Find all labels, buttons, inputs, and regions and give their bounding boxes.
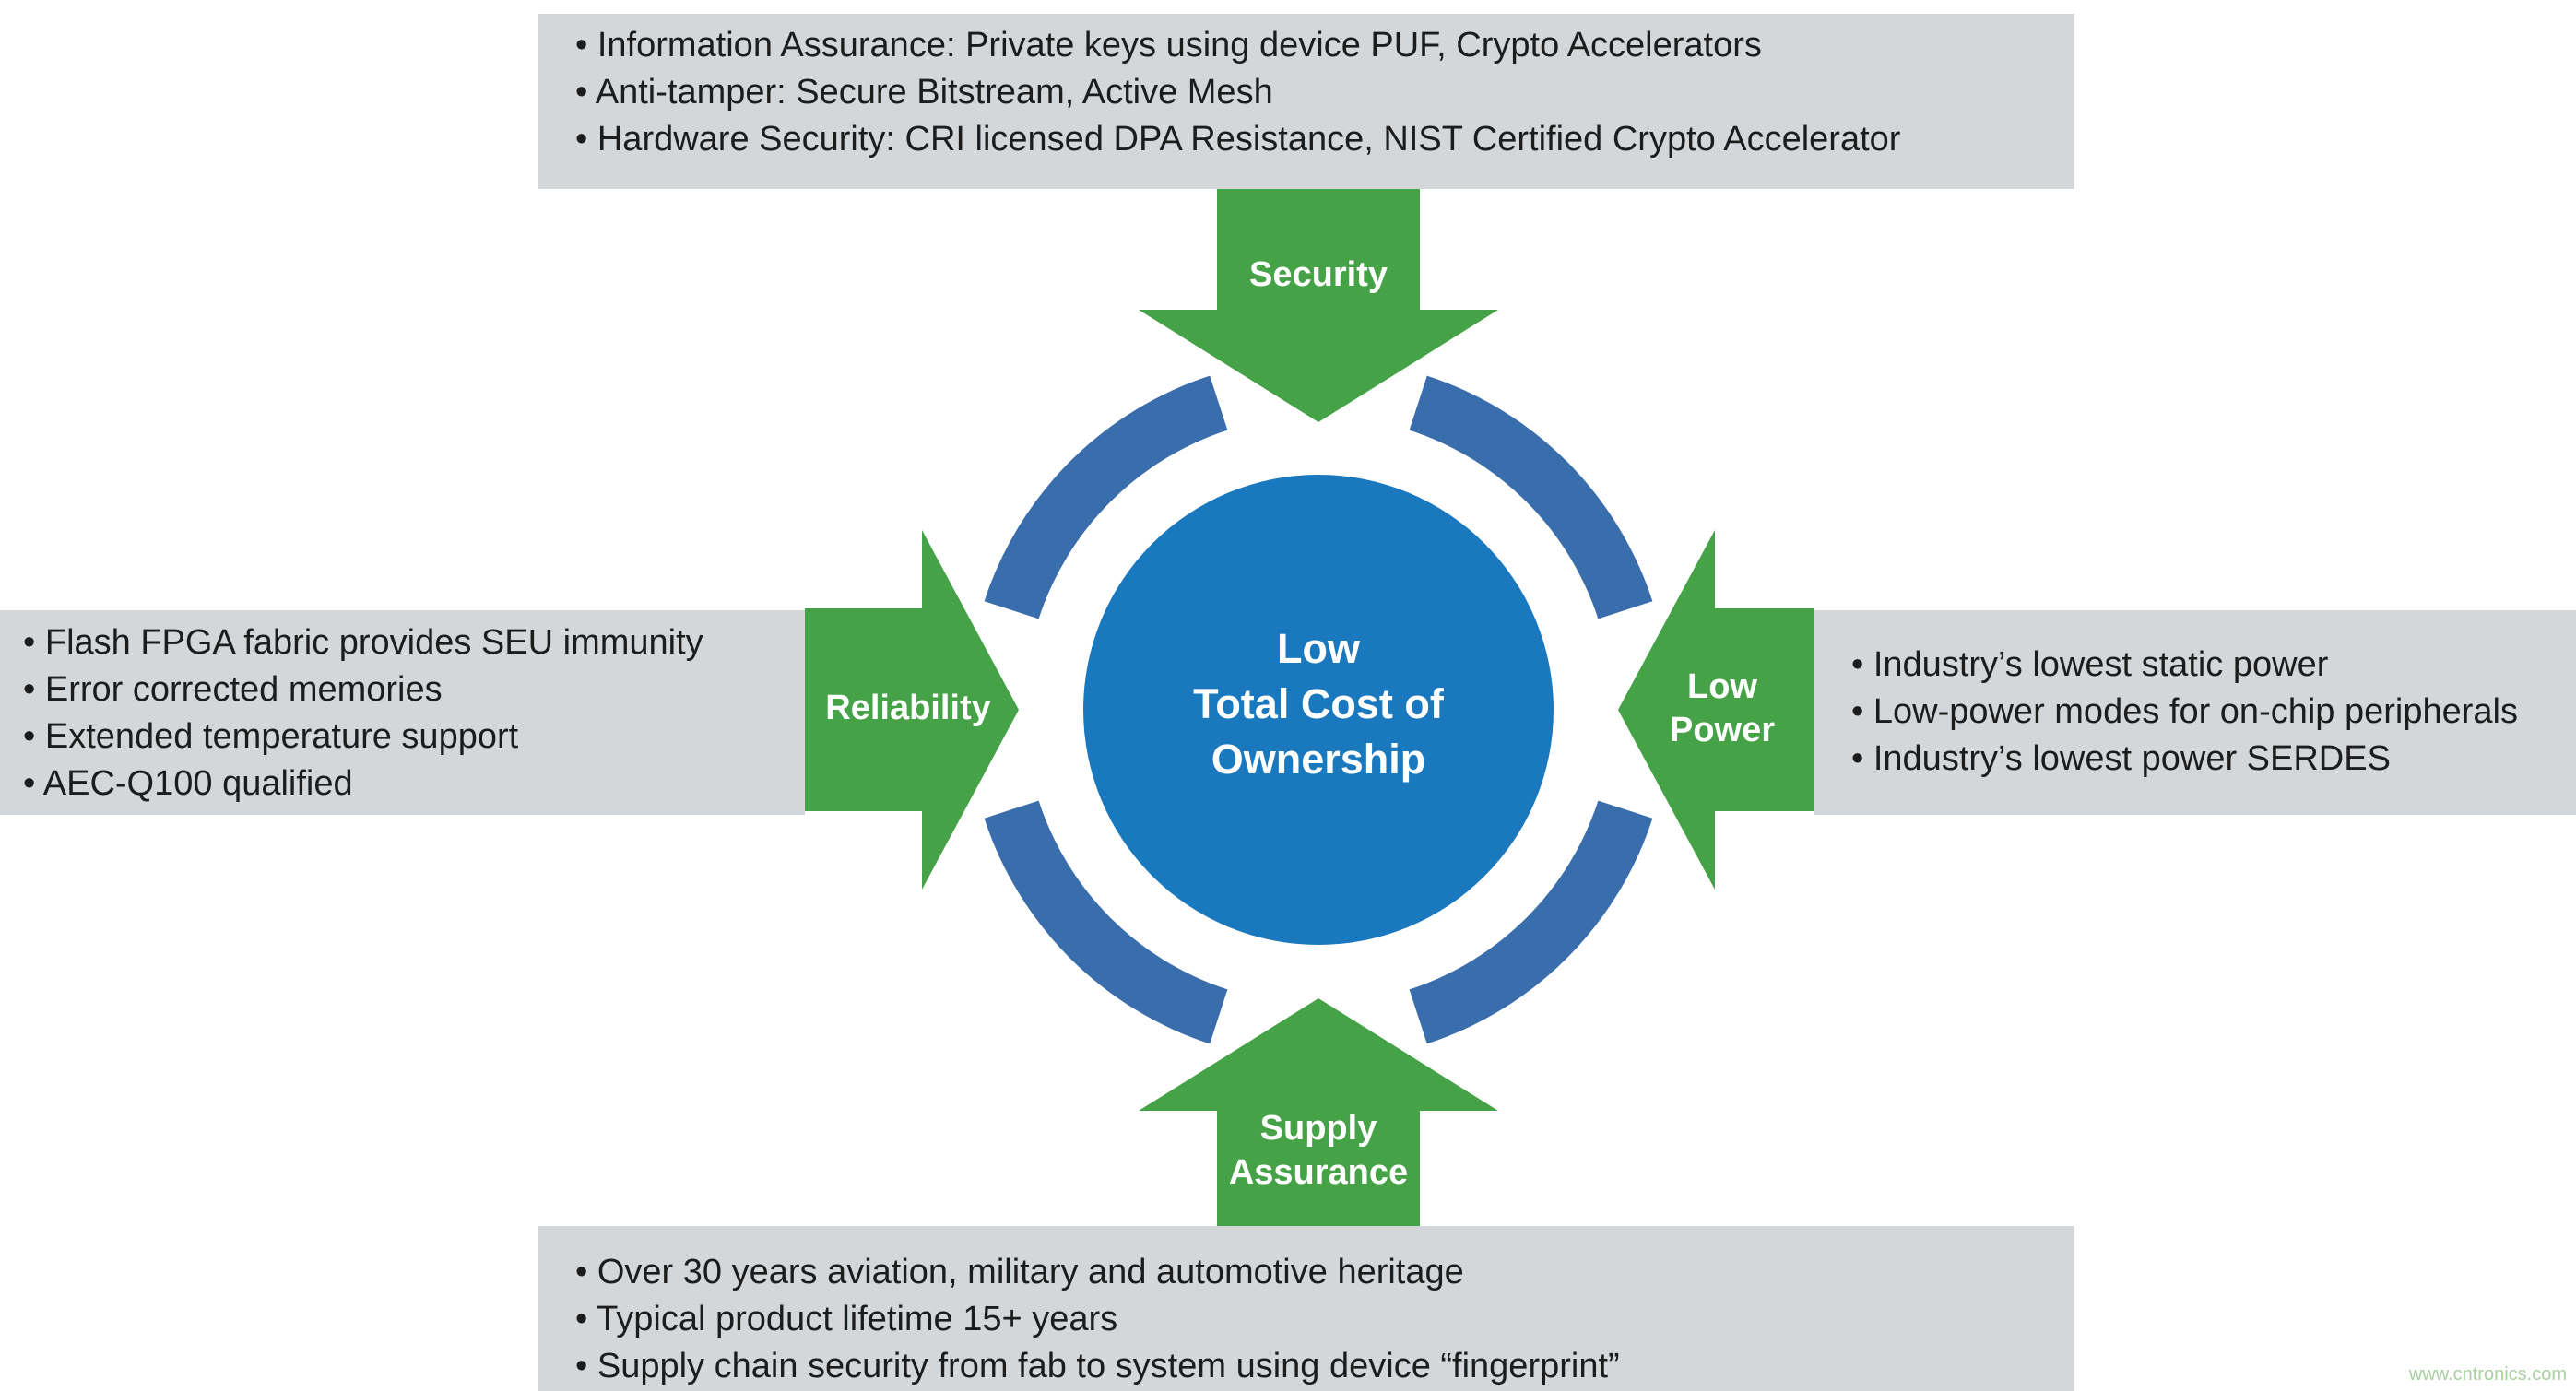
reliability-label: Reliability (825, 689, 991, 727)
bullet-item: • Flash FPGA fabric provides SEU immunit… (23, 623, 703, 662)
center-title-line: Ownership (1211, 736, 1426, 783)
bullet-item: • Extended temperature support (23, 717, 519, 756)
security-label: Security (1249, 255, 1388, 294)
security-panel: • Information Assurance: Private keys us… (538, 14, 2074, 189)
low-power-label-line: Power (1669, 711, 1776, 749)
reliability-panel: • Flash FPGA fabric provides SEU immunit… (0, 610, 805, 815)
bullet-item: • Over 30 years aviation, military and a… (575, 1253, 1464, 1291)
low-power-panel: • Industry’s lowest static power • Low-p… (1814, 610, 2576, 815)
arrow-left-shape (805, 530, 1019, 890)
bullet-item: • Industry’s lowest power SERDES (1851, 739, 2391, 778)
ring-arc-top-left (984, 375, 1228, 619)
supply-assurance-panel: • Over 30 years aviation, military and a… (538, 1226, 2074, 1391)
arrow-right-shape (1618, 530, 1814, 890)
bullet-item: • Typical product lifetime 15+ years (575, 1300, 1118, 1338)
watermark-text: www.cntronics.com (2408, 1364, 2567, 1385)
center-title-line: Low (1277, 625, 1360, 672)
supply-assurance-label-line: Supply (1259, 1109, 1377, 1148)
bullet-item: • Hardware Security: CRI licensed DPA Re… (575, 120, 1901, 159)
ring-arc-bottom-left (984, 800, 1228, 1044)
supply-assurance-label-line: Assurance (1228, 1153, 1409, 1192)
bullet-item: • Low-power modes for on-chip peripheral… (1851, 692, 2518, 731)
center-circle-title: Low Total Cost of Ownership (1083, 621, 1554, 787)
supply-assurance-label: Supply Assurance (1157, 1106, 1480, 1195)
center-title-line: Total Cost of (1193, 680, 1444, 727)
bullet-item: • Supply chain security from fab to syst… (575, 1347, 1620, 1385)
low-power-label: Low Power (1630, 666, 1814, 752)
low-power-label-line: Low (1687, 667, 1757, 706)
bullet-item: • Anti-tamper: Secure Bitstream, Active … (575, 73, 1273, 112)
bullet-item: • Error corrected memories (23, 670, 443, 709)
bullet-item: • Information Assurance: Private keys us… (575, 26, 1762, 65)
bullet-item: • Industry’s lowest static power (1851, 645, 2329, 684)
ring-arc-top-right (1409, 375, 1653, 619)
ring-arc-bottom-right (1409, 800, 1653, 1044)
arrow-top-shape (1139, 189, 1498, 422)
center-circle (1083, 475, 1554, 945)
arrow-bottom-shape (1139, 998, 1498, 1226)
bullet-item: • AEC-Q100 qualified (23, 764, 353, 803)
